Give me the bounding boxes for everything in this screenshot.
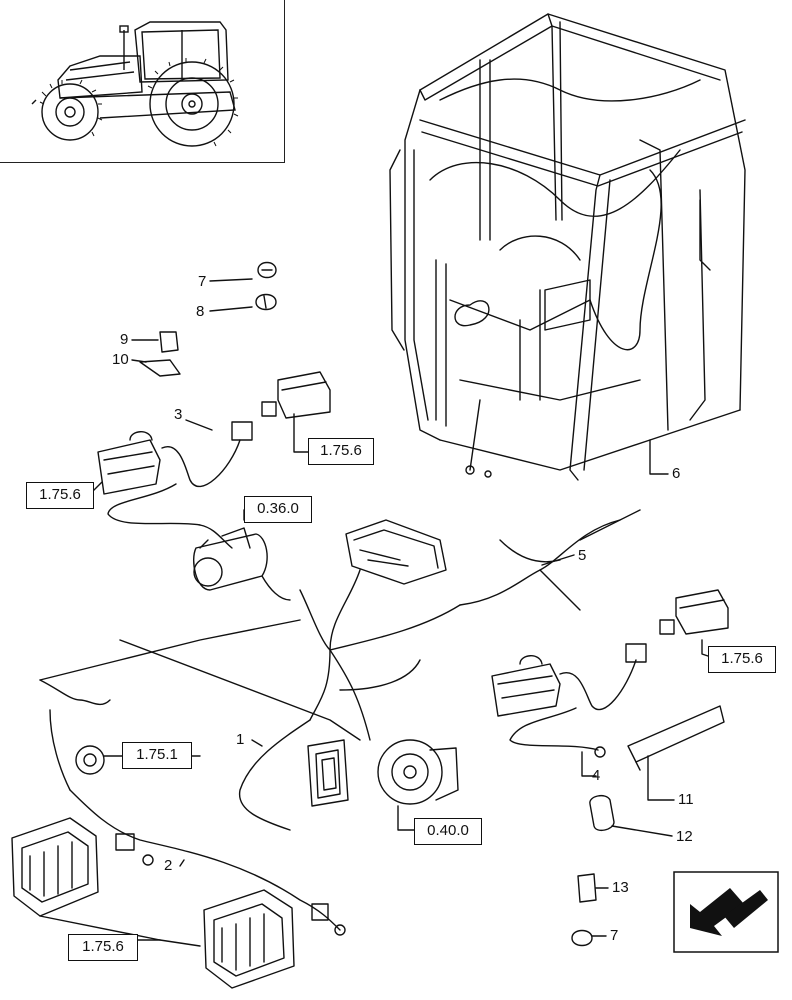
ref-0-36-0[interactable]: 0.36.0 xyxy=(244,496,312,523)
starter-motor xyxy=(192,527,291,601)
work-lights xyxy=(11,817,346,989)
arrow-icon xyxy=(673,871,779,953)
callout-7-top: 7 xyxy=(198,273,207,290)
tractor-inset xyxy=(0,0,285,163)
callout-9: 9 xyxy=(120,331,129,348)
small-parts xyxy=(571,705,725,947)
callout-5: 5 xyxy=(578,547,587,564)
right-light-harness xyxy=(491,589,729,758)
callout-1: 1 xyxy=(236,731,245,748)
ref-1-75-6-right[interactable]: 1.75.6 xyxy=(708,646,776,673)
cab-frame xyxy=(389,13,746,481)
callout-10: 10 xyxy=(112,351,129,368)
ref-1-75-6-bottom[interactable]: 1.75.6 xyxy=(68,934,138,961)
instrument-cluster xyxy=(345,519,447,585)
callout-11: 11 xyxy=(678,791,694,808)
callout-7-bottom: 7 xyxy=(610,927,619,944)
callout-2: 2 xyxy=(164,857,173,874)
callout-3: 3 xyxy=(174,406,183,423)
callout-13: 13 xyxy=(612,879,629,896)
leader-lines xyxy=(39,278,709,947)
main-harness xyxy=(39,509,641,831)
ref-1-75-6-left[interactable]: 1.75.6 xyxy=(26,482,94,509)
tractor-icon xyxy=(31,21,239,147)
ref-1-75-6-top[interactable]: 1.75.6 xyxy=(308,438,374,465)
clip-parts xyxy=(139,261,277,377)
callout-12: 12 xyxy=(676,828,693,845)
ref-1-75-1[interactable]: 1.75.1 xyxy=(122,742,192,769)
horn-harness xyxy=(39,679,341,931)
callout-8: 8 xyxy=(196,303,205,320)
ref-0-40-0[interactable]: 0.40.0 xyxy=(414,818,482,845)
left-light-harness xyxy=(97,371,331,549)
alternator xyxy=(377,739,459,805)
callout-6: 6 xyxy=(672,465,681,482)
relay-box xyxy=(307,739,349,807)
callout-4: 4 xyxy=(592,767,601,784)
